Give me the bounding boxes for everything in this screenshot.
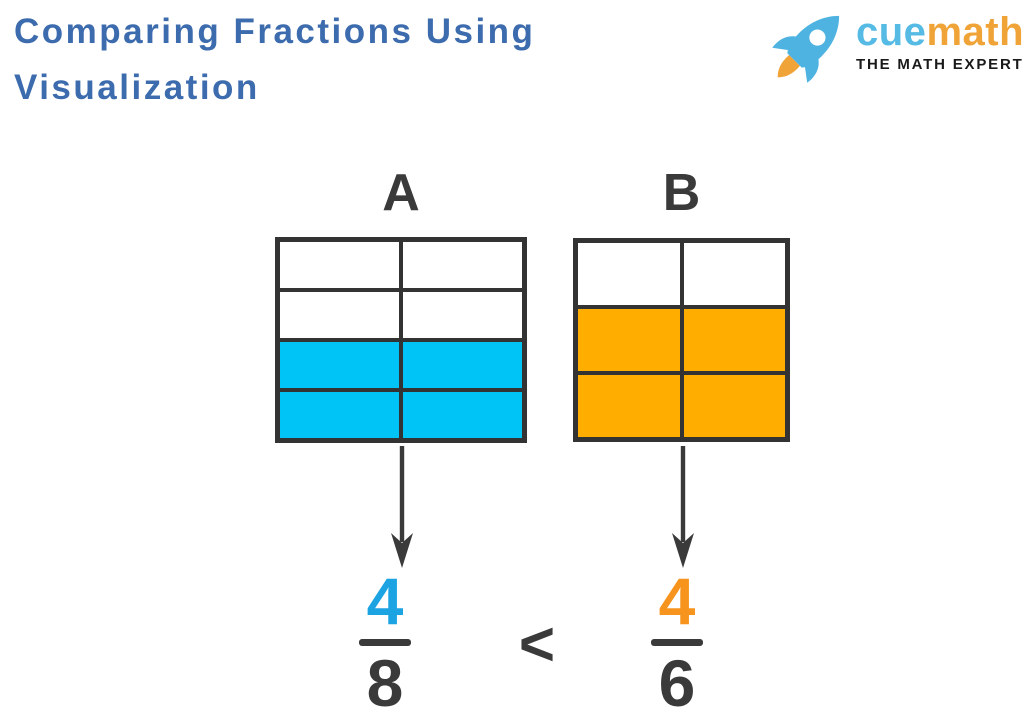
grid-cell <box>576 307 682 373</box>
rocket-icon <box>772 15 840 83</box>
brand-cue: cue <box>856 10 927 54</box>
grid-cell <box>401 240 524 290</box>
grid-cell <box>681 241 787 307</box>
model-b-down-arrow-icon <box>672 446 694 568</box>
grid-cell <box>401 290 524 340</box>
grid-cell <box>278 390 401 440</box>
model-b-grid <box>573 238 790 442</box>
logo-text: cuemath THE MATH EXPERT <box>856 12 1024 73</box>
model-a-fraction-bar <box>359 639 411 646</box>
page-title: Comparing Fractions Using Visualization <box>14 4 535 116</box>
model-b-fraction-bar <box>651 639 703 646</box>
model-a-numerator: 4 <box>366 564 404 638</box>
model-b-fraction: 4 6 <box>637 564 717 720</box>
grid-cell <box>278 290 401 340</box>
grid-cell <box>681 373 787 439</box>
model-a-fraction: 4 8 <box>345 564 425 720</box>
model-a-down-arrow-icon <box>391 446 413 568</box>
model-b-label: B <box>662 164 701 222</box>
grid-cell <box>401 340 524 390</box>
brand-math: math <box>926 10 1025 54</box>
cuemath-logo: cuemath THE MATH EXPERT <box>763 0 1025 92</box>
grid-cell <box>278 340 401 390</box>
grid-cell <box>576 241 682 307</box>
brand-tagline: THE MATH EXPERT <box>856 56 1024 73</box>
model-a-grid <box>275 237 527 443</box>
model-b-denominator: 6 <box>658 646 696 720</box>
page-title-line2: Visualization <box>14 68 260 107</box>
model-a-denominator: 8 <box>366 646 404 720</box>
grid-cell <box>681 307 787 373</box>
less-than-symbol: < <box>518 609 556 679</box>
model-b-numerator: 4 <box>658 564 696 638</box>
page-title-line1: Comparing Fractions Using <box>14 12 536 51</box>
grid-cell <box>278 240 401 290</box>
model-a-label: A <box>382 164 420 222</box>
grid-cell <box>401 390 524 440</box>
brand-name: cuemath <box>856 12 1024 52</box>
grid-cell <box>576 373 682 439</box>
